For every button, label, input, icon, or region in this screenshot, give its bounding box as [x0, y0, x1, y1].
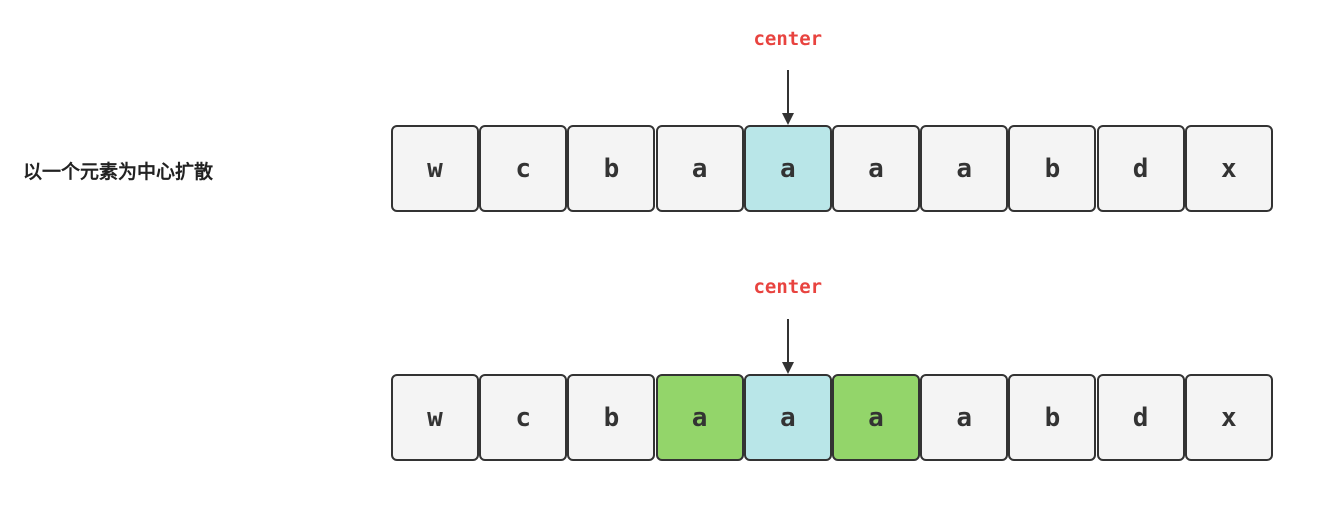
array-cell-default: c: [479, 374, 568, 461]
array-cell-expanded: a: [832, 374, 920, 461]
array-cell-default: w: [391, 374, 479, 461]
array-cell-center: a: [743, 374, 832, 461]
array-cell-default: x: [1184, 125, 1273, 212]
array-cell-default: b: [567, 125, 656, 212]
array-cell-default: d: [1096, 125, 1185, 212]
center-pointer-label: center: [753, 28, 823, 50]
array-cell-default: d: [1096, 374, 1185, 461]
array-cell-default: a: [920, 374, 1009, 461]
array-cell-default: a: [655, 125, 744, 212]
array-cell-default: b: [1008, 374, 1097, 461]
diagram-caption: 以一个元素为中心扩散: [23, 161, 214, 183]
center-pointer-label: center: [753, 276, 823, 298]
array-cell-default: a: [920, 125, 1009, 212]
array-cell-expanded: a: [655, 374, 744, 461]
array-cell-default: a: [832, 125, 920, 212]
array-cell-default: b: [567, 374, 656, 461]
array-cell-default: b: [1008, 125, 1097, 212]
down-arrow-icon: [781, 70, 794, 125]
array-cell-default: w: [391, 125, 479, 212]
array-cell-center: a: [743, 125, 832, 212]
array-cell-default: c: [479, 125, 568, 212]
down-arrow-icon: [781, 319, 794, 374]
array-cell-default: x: [1184, 374, 1273, 461]
